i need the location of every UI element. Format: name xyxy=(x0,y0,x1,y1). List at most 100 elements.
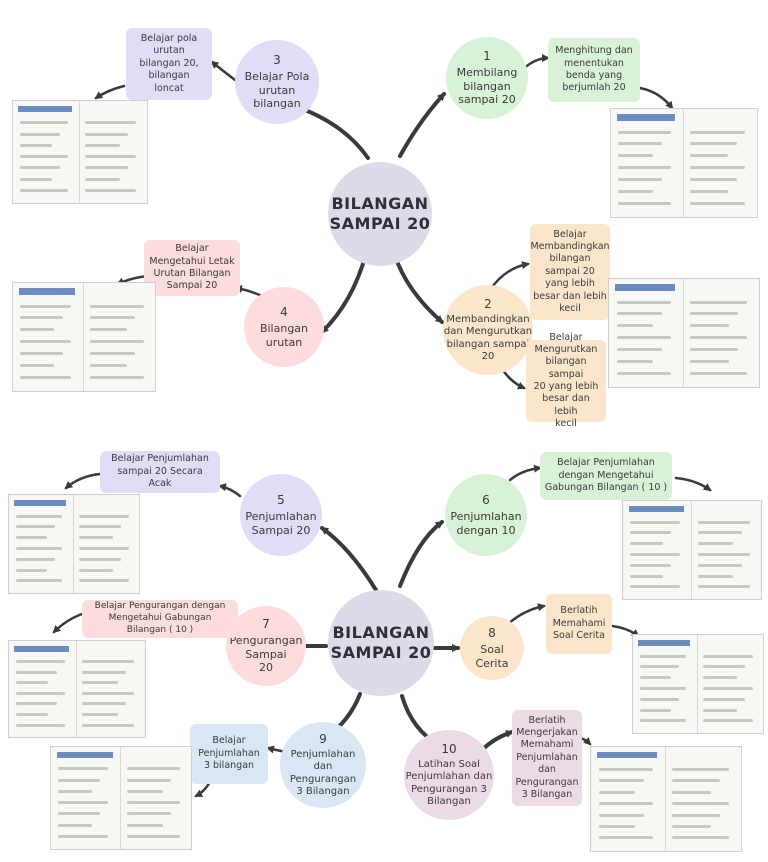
worksheet-line xyxy=(58,812,100,816)
topic-line: Belajar Pola xyxy=(244,69,310,83)
worksheet-line xyxy=(79,546,129,550)
worksheet-thumbnail-topic-8 xyxy=(632,634,764,734)
topic-line: dengan 10 xyxy=(456,523,516,537)
worksheet-line xyxy=(616,336,671,340)
worksheet-spine xyxy=(120,747,122,849)
worksheet-line xyxy=(85,166,129,170)
topic-line: Sampai xyxy=(245,647,287,661)
arrow-note7-to-thumb xyxy=(52,612,84,634)
worksheet-line xyxy=(126,789,163,793)
topic-3-node: 3 Belajar Pola urutan bilangan xyxy=(235,40,319,124)
worksheet-line xyxy=(616,360,653,363)
worksheet-line xyxy=(85,121,137,125)
worksheet-line xyxy=(126,801,180,805)
worksheet-line xyxy=(689,190,728,193)
note-line: Belajar pola xyxy=(140,33,198,45)
worksheet-line xyxy=(82,723,135,727)
worksheet-line xyxy=(598,813,644,817)
topic-line: Pengurangan xyxy=(229,633,303,647)
worksheet-line xyxy=(639,654,687,658)
worksheet-line xyxy=(19,132,60,136)
note-line: Soal Cerita xyxy=(553,630,605,642)
worksheet-header-bar xyxy=(14,499,67,506)
note-topic-10: Berlatih Mengerjakan Memahami Penjumlaha… xyxy=(512,710,582,806)
arrow-note3-to-thumb xyxy=(94,84,126,100)
worksheet-line xyxy=(689,154,728,158)
worksheet-line xyxy=(703,665,745,669)
worksheet-line xyxy=(672,825,711,828)
worksheet-line xyxy=(82,681,118,685)
topic-5-node: 5 Penjumlahan Sampai 20 xyxy=(240,474,322,556)
topic-line: 20 xyxy=(259,661,273,675)
topic-number: 2 xyxy=(484,296,492,311)
arrow-note9-to-thumb xyxy=(194,780,212,798)
note-line: 3 bilangan xyxy=(203,760,255,772)
worksheet-line xyxy=(598,825,635,828)
arrow-center-to-topic-6 xyxy=(398,520,444,588)
topic-number: 9 xyxy=(319,731,327,746)
worksheet-line xyxy=(58,789,92,793)
worksheet-line xyxy=(689,178,737,182)
topic-line: Pengurangan xyxy=(289,773,357,785)
worksheet-header-bar xyxy=(14,645,69,652)
worksheet-line xyxy=(690,371,747,375)
worksheet-spine xyxy=(665,747,667,851)
worksheet-thumbnail-topic-1 xyxy=(610,108,758,218)
worksheet-thumbnail-topic-10 xyxy=(590,746,742,852)
worksheet-header-bar xyxy=(638,639,691,646)
arrow-note6-to-thumb xyxy=(674,476,712,492)
worksheet-line xyxy=(690,300,747,304)
topic-line: Cerita xyxy=(475,656,509,670)
note-line: Acak xyxy=(148,478,172,490)
worksheet-line xyxy=(58,823,92,827)
worksheet-line xyxy=(20,375,72,379)
note-line: Memahami xyxy=(552,617,606,629)
note-line: Pengurangan xyxy=(515,776,579,788)
note-line: Belajar Penjumlahan xyxy=(111,453,209,465)
worksheet-line xyxy=(20,364,55,367)
topic-7-node: 7 Pengurangan Sampai 20 xyxy=(226,606,306,686)
topic-number: 3 xyxy=(273,52,281,67)
topic-number: 7 xyxy=(262,616,270,631)
topic-line: Penjumlahan xyxy=(450,509,522,523)
note-line: bilangan xyxy=(148,70,190,82)
worksheet-line xyxy=(79,557,121,561)
worksheet-line xyxy=(85,177,121,181)
worksheet-line xyxy=(82,713,118,716)
note-line: Belajar Penjumlahan xyxy=(557,457,655,469)
arrow-topic6-to-note xyxy=(508,464,542,482)
topic-line: Penjumlahan dan xyxy=(290,748,356,773)
worksheet-line xyxy=(19,166,60,170)
topic-line: Penjumlahan xyxy=(245,509,317,523)
worksheet-line xyxy=(629,531,672,535)
note-topic-6: Belajar Penjumlahan dengan Mengetahui Ga… xyxy=(540,452,672,500)
note-topic-3: Belajar pola urutan bilangan 20, bilanga… xyxy=(126,28,212,100)
worksheet-line xyxy=(697,531,742,535)
topic-line: bilangan xyxy=(463,79,511,93)
worksheet-line xyxy=(629,552,680,556)
worksheet-line xyxy=(689,130,746,134)
worksheet-line xyxy=(58,801,109,805)
worksheet-line xyxy=(690,348,738,352)
worksheet-header-bar xyxy=(18,288,76,295)
topic-line: Bilangan xyxy=(427,796,471,807)
worksheet-line xyxy=(697,585,750,589)
worksheet-line xyxy=(79,579,129,583)
worksheet-line xyxy=(616,300,671,304)
worksheet-line xyxy=(15,579,63,583)
worksheet-line xyxy=(82,691,135,695)
worksheet-line xyxy=(15,723,65,727)
worksheet-line xyxy=(126,812,172,816)
arrow-topic5-to-note xyxy=(218,483,242,498)
worksheet-line xyxy=(639,697,679,701)
worksheet-line xyxy=(690,324,729,328)
worksheet-line xyxy=(79,536,113,540)
note-topic-9: Belajar Penjumlahan 3 bilangan xyxy=(190,724,268,784)
note-line: Berlatih xyxy=(528,714,566,726)
topic-line: Penjumlahan dan xyxy=(405,771,493,782)
worksheet-line xyxy=(703,697,745,701)
topic-number: 5 xyxy=(277,492,285,507)
worksheet-line xyxy=(82,660,135,664)
worksheet-line xyxy=(672,802,729,806)
worksheet-line xyxy=(126,834,180,838)
